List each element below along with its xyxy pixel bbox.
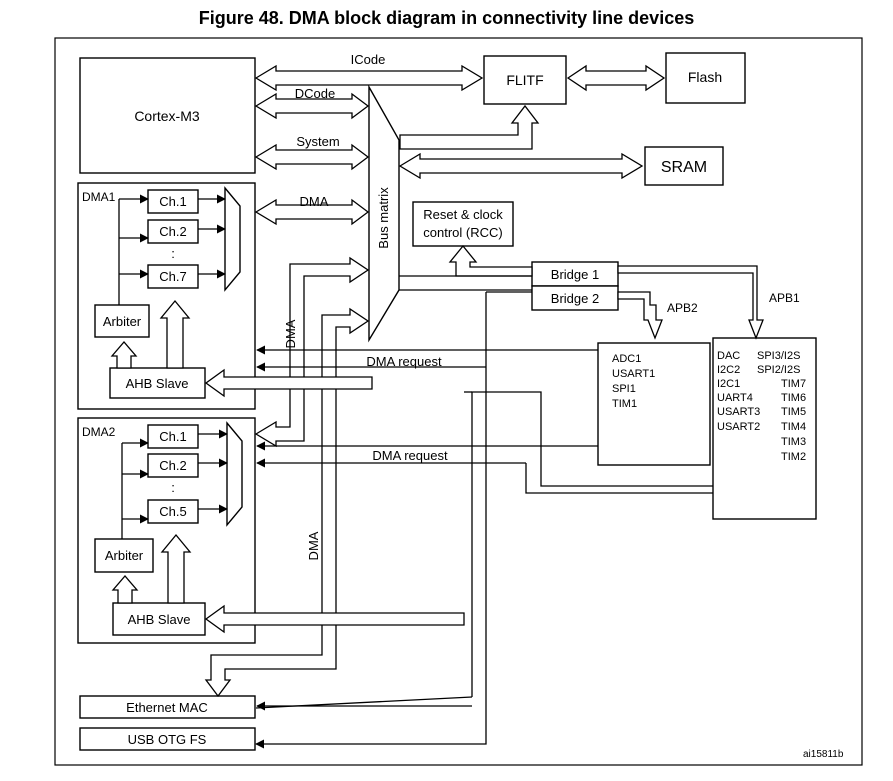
- apb1-label: APB1: [769, 291, 800, 305]
- bus-matrix-label: Bus matrix: [376, 187, 391, 249]
- dma1-mux: [224, 186, 241, 292]
- apb1-right-7: TIM2: [781, 451, 806, 463]
- apb1-left-2: I2C1: [717, 378, 740, 390]
- dma-request-label-2: DMA request: [372, 448, 448, 463]
- bridge-1-label: Bridge 1: [551, 267, 599, 282]
- matrix-flitf-bus: [399, 104, 540, 150]
- dma-vertical-label-2: DMA: [306, 531, 321, 560]
- dma2-label: DMA2: [82, 425, 116, 439]
- dma1-ahb-box: [109, 367, 206, 399]
- icode-bus: ICode: [254, 52, 484, 92]
- ahb1-feed: [204, 368, 373, 398]
- dma2-ch-box-0: [147, 424, 199, 449]
- apb1-left-3: UART4: [717, 392, 753, 404]
- usb-otg-label: USB OTG FS: [128, 732, 207, 747]
- cortex-m3-label: Cortex-M3: [134, 108, 200, 124]
- bridge-1: Bridge 1: [531, 261, 619, 287]
- dma2-ellipsis: :: [171, 480, 175, 495]
- dma1-channel-1: Ch.2: [159, 224, 186, 239]
- figure-id: ai15811b: [803, 749, 844, 760]
- apb1-left-4: USART3: [717, 406, 760, 418]
- apb1-right-4: TIM5: [781, 406, 806, 418]
- dma1-arbiter-box: [94, 304, 150, 338]
- dma-vertical-label-1: DMA: [283, 319, 298, 348]
- dma2-ch-box-2: [147, 499, 199, 524]
- icode-label: ICode: [351, 52, 386, 67]
- apb2-periph-0: ADC1: [612, 353, 641, 365]
- figure-title: Figure 48. DMA block diagram in connecti…: [198, 8, 695, 28]
- dma1-group: DMA1 Ch.1 Ch.2 : Ch.7 Arbiter AHB Slave: [77, 182, 256, 410]
- bridge-2-label: Bridge 2: [551, 291, 599, 306]
- dma2-ahb-box: [112, 602, 206, 636]
- dma1-ch-box-1: [147, 219, 199, 244]
- sram-bus: [398, 152, 644, 180]
- apb2-periph-2: SPI1: [612, 383, 636, 395]
- usb-request-line: [255, 292, 487, 749]
- flash-block: Flash: [665, 52, 746, 104]
- apb1-left-5: USART2: [717, 421, 760, 433]
- dma2-ch-box-1: [147, 453, 199, 478]
- sram-block: SRAM: [644, 146, 724, 186]
- flash-label: Flash: [688, 69, 722, 85]
- cortex-m3-block: Cortex-M3: [79, 57, 256, 174]
- dma2-matrix-bus: [254, 256, 370, 448]
- dma1-ellipsis: :: [171, 246, 175, 261]
- flitf-label: FLITF: [506, 72, 543, 88]
- flitf-block: FLITF: [483, 55, 567, 105]
- apb2-periph-3: TIM1: [612, 398, 637, 410]
- apb2-label: APB2: [667, 301, 698, 315]
- rcc-label-line1: Reset & clock: [423, 207, 503, 222]
- apb1-right-0: SPI3/I2S: [757, 350, 800, 362]
- dma2-ahb-slave: AHB Slave: [128, 612, 191, 627]
- apb1-right-5: TIM4: [781, 421, 806, 433]
- dma2-mux: [226, 421, 243, 527]
- sram-label: SRAM: [661, 159, 707, 176]
- apb1-left-1: I2C2: [717, 364, 740, 376]
- dma1-channel-0: Ch.1: [159, 194, 186, 209]
- apb1-right-1: SPI2/I2S: [757, 364, 800, 376]
- apb1-right-3: TIM6: [781, 392, 806, 404]
- bus-matrix: Bus matrix: [368, 84, 400, 343]
- dma1-label: DMA1: [82, 190, 116, 204]
- ethernet-mac-label: Ethernet MAC: [126, 700, 208, 715]
- dma-bus: DMA: [254, 194, 370, 226]
- dma2-group: DMA2 Ch.1 Ch.2 : Ch.5 Arbiter AHB Slave: [77, 417, 256, 644]
- dma2-channel-2: Ch.5: [159, 504, 186, 519]
- usb-otg-block: USB OTG FS: [79, 727, 256, 751]
- dma-label: DMA: [300, 194, 329, 209]
- apb2-periph-1: USART1: [612, 368, 655, 380]
- dma2-arbiter: Arbiter: [105, 548, 144, 563]
- apb1-right-6: TIM3: [781, 436, 806, 448]
- apb1-right-2: TIM7: [781, 378, 806, 390]
- system-label: System: [296, 134, 339, 149]
- bridge-2: Bridge 2: [531, 285, 619, 311]
- dma2-channel-1: Ch.2: [159, 458, 186, 473]
- apb2-arrow: [617, 291, 663, 340]
- apb1-left-0: DAC: [717, 350, 740, 362]
- ethernet-matrix-bus: [204, 307, 370, 698]
- dcode-bus: DCode: [254, 86, 370, 120]
- dcode-label: DCode: [295, 86, 335, 101]
- dma-request-label-1: DMA request: [366, 354, 442, 369]
- system-bus: System: [254, 134, 370, 171]
- dma1-ahb-slave: AHB Slave: [126, 376, 189, 391]
- apb2-peripherals-block: ADC1 USART1 SPI1 TIM1: [597, 342, 711, 466]
- dma1-arbiter: Arbiter: [103, 314, 142, 329]
- figure-frame: [54, 37, 863, 766]
- rcc-label-line2: control (RCC): [423, 225, 502, 240]
- rcc-block: Reset & clock control (RCC): [412, 201, 514, 247]
- ethernet-mac-block: Ethernet MAC: [79, 695, 256, 719]
- flitf-flash-bus: [566, 64, 666, 92]
- dma2-channel-0: Ch.1: [159, 429, 186, 444]
- dma1-channel-2: Ch.7: [159, 269, 186, 284]
- bridge-rcc-link: [448, 244, 533, 277]
- dma2-arbiter-box: [94, 538, 154, 573]
- ahb2-feed: [204, 604, 465, 634]
- apb1-arrow: [617, 265, 764, 340]
- apb1-peripherals-block: DAC I2C2 I2C1 UART4 USART3 USART2 SPI3/I…: [712, 337, 817, 520]
